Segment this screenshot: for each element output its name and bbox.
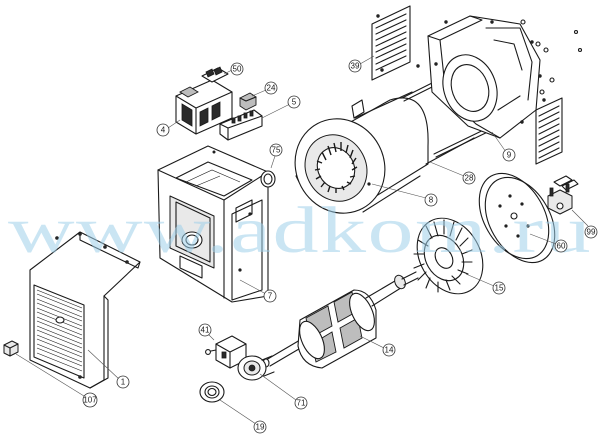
- disk-holes: [498, 194, 530, 238]
- callout-label: 5: [292, 98, 297, 107]
- callout-label: 41: [201, 326, 210, 335]
- part-disk-60: [478, 172, 556, 264]
- part-plug: [3, 340, 19, 357]
- callout-label: 8: [429, 196, 434, 205]
- callout-label: 60: [557, 242, 566, 251]
- callout-9: 9: [491, 131, 516, 162]
- callout-99: 99: [571, 209, 598, 239]
- part-diode-50: [201, 66, 229, 83]
- callout-4: 4: [156, 119, 181, 137]
- callout-28: 28: [429, 161, 476, 185]
- callout-24: 24: [251, 81, 278, 97]
- part-fan: [413, 217, 484, 295]
- callout-75: 75: [269, 143, 283, 169]
- part-terminal-5: [219, 109, 263, 141]
- part-slip-ring: [237, 355, 275, 381]
- part-component-24: [239, 92, 257, 111]
- part-hub-99: [547, 175, 579, 215]
- part-grille-plate-top: [371, 5, 420, 81]
- callout-label: 71: [297, 399, 306, 408]
- callout-71: 71: [259, 373, 308, 410]
- part-rectifier-4: [175, 79, 233, 135]
- part-rotor: [262, 271, 419, 369]
- callout-19: 19: [219, 399, 267, 434]
- stator-slots: [314, 142, 358, 193]
- callouts-layer: 1 4 5 7 8 9 14: [15, 55, 598, 434]
- callout-1: 1: [87, 349, 130, 389]
- callout-label: 7: [268, 292, 273, 301]
- callout-label: 9: [507, 151, 512, 160]
- part-grille-plate-right: [535, 97, 563, 165]
- callout-label: 19: [256, 423, 265, 432]
- part-end-bracket: [427, 15, 542, 139]
- callout-15: 15: [465, 273, 506, 295]
- callout-label: 99: [587, 228, 596, 237]
- callout-50: 50: [223, 62, 244, 76]
- part-ring-75: [260, 170, 276, 188]
- callout-107: 107: [15, 353, 98, 408]
- fasteners-top-right: [520, 19, 583, 95]
- callout-39: 39: [348, 55, 375, 73]
- watermark-text: www.adkom.ru: [8, 194, 592, 267]
- callout-label: 24: [267, 84, 276, 93]
- fan-blades: [413, 219, 473, 293]
- callout-label: 50: [233, 65, 242, 74]
- callout-5: 5: [261, 95, 301, 119]
- callout-label: 28: [465, 174, 474, 183]
- callout-label: 107: [83, 396, 97, 405]
- part-stator-housing: [294, 91, 429, 214]
- callout-14: 14: [359, 335, 396, 357]
- callout-41: 41: [198, 323, 215, 341]
- callout-60: 60: [529, 233, 568, 253]
- part-front-cover: [29, 231, 141, 389]
- part-brush-holder: [205, 335, 247, 369]
- callout-label: 39: [351, 62, 360, 71]
- part-bearing: [199, 381, 225, 403]
- callout-label: 14: [385, 346, 394, 355]
- callout-label: 4: [161, 126, 166, 135]
- callout-7: 7: [239, 279, 277, 303]
- callout-label: 15: [495, 284, 504, 293]
- callout-8: 8: [371, 183, 438, 207]
- callout-label: 1: [121, 378, 126, 387]
- part-frame-box: [157, 145, 269, 303]
- callout-label: 75: [272, 146, 281, 155]
